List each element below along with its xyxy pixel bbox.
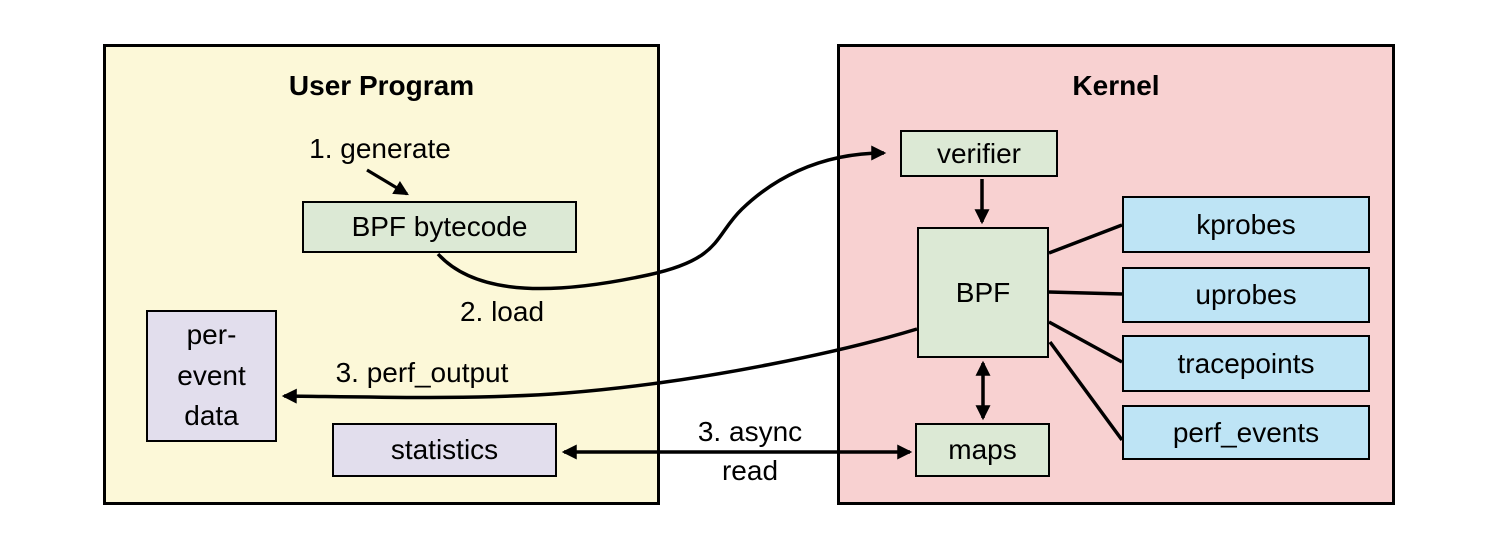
step1-generate-label: 1. generate <box>309 133 451 164</box>
bpf-box: BPF <box>917 227 1049 358</box>
tracepoints-box: tracepoints <box>1122 335 1370 392</box>
maps-box: maps <box>915 423 1050 477</box>
user-program-title: User Program <box>288 70 475 101</box>
kernel-title: Kernel <box>1072 70 1160 101</box>
per-event-data-line2: event <box>177 359 246 391</box>
perf-events-box: perf_events <box>1122 405 1370 460</box>
step2-load-label: 2. load <box>459 296 545 327</box>
async-read-line2: read <box>721 454 779 486</box>
per-event-data-line3: data <box>184 400 239 432</box>
uprobes-box: uprobes <box>1122 267 1370 323</box>
kprobes-box: kprobes <box>1122 196 1370 253</box>
per-event-data-line1: per- <box>186 319 237 351</box>
verifier-box: verifier <box>900 130 1058 177</box>
bpf-bytecode-box: BPF bytecode <box>302 201 577 253</box>
async-read-line1: 3. async <box>697 416 803 447</box>
statistics-box: statistics <box>332 423 557 477</box>
per-event-data-box: per- event data <box>146 310 277 442</box>
step3-async-read-label: 3. async read <box>650 413 850 490</box>
step3-perf-output-label: 3. perf_output <box>335 357 509 388</box>
